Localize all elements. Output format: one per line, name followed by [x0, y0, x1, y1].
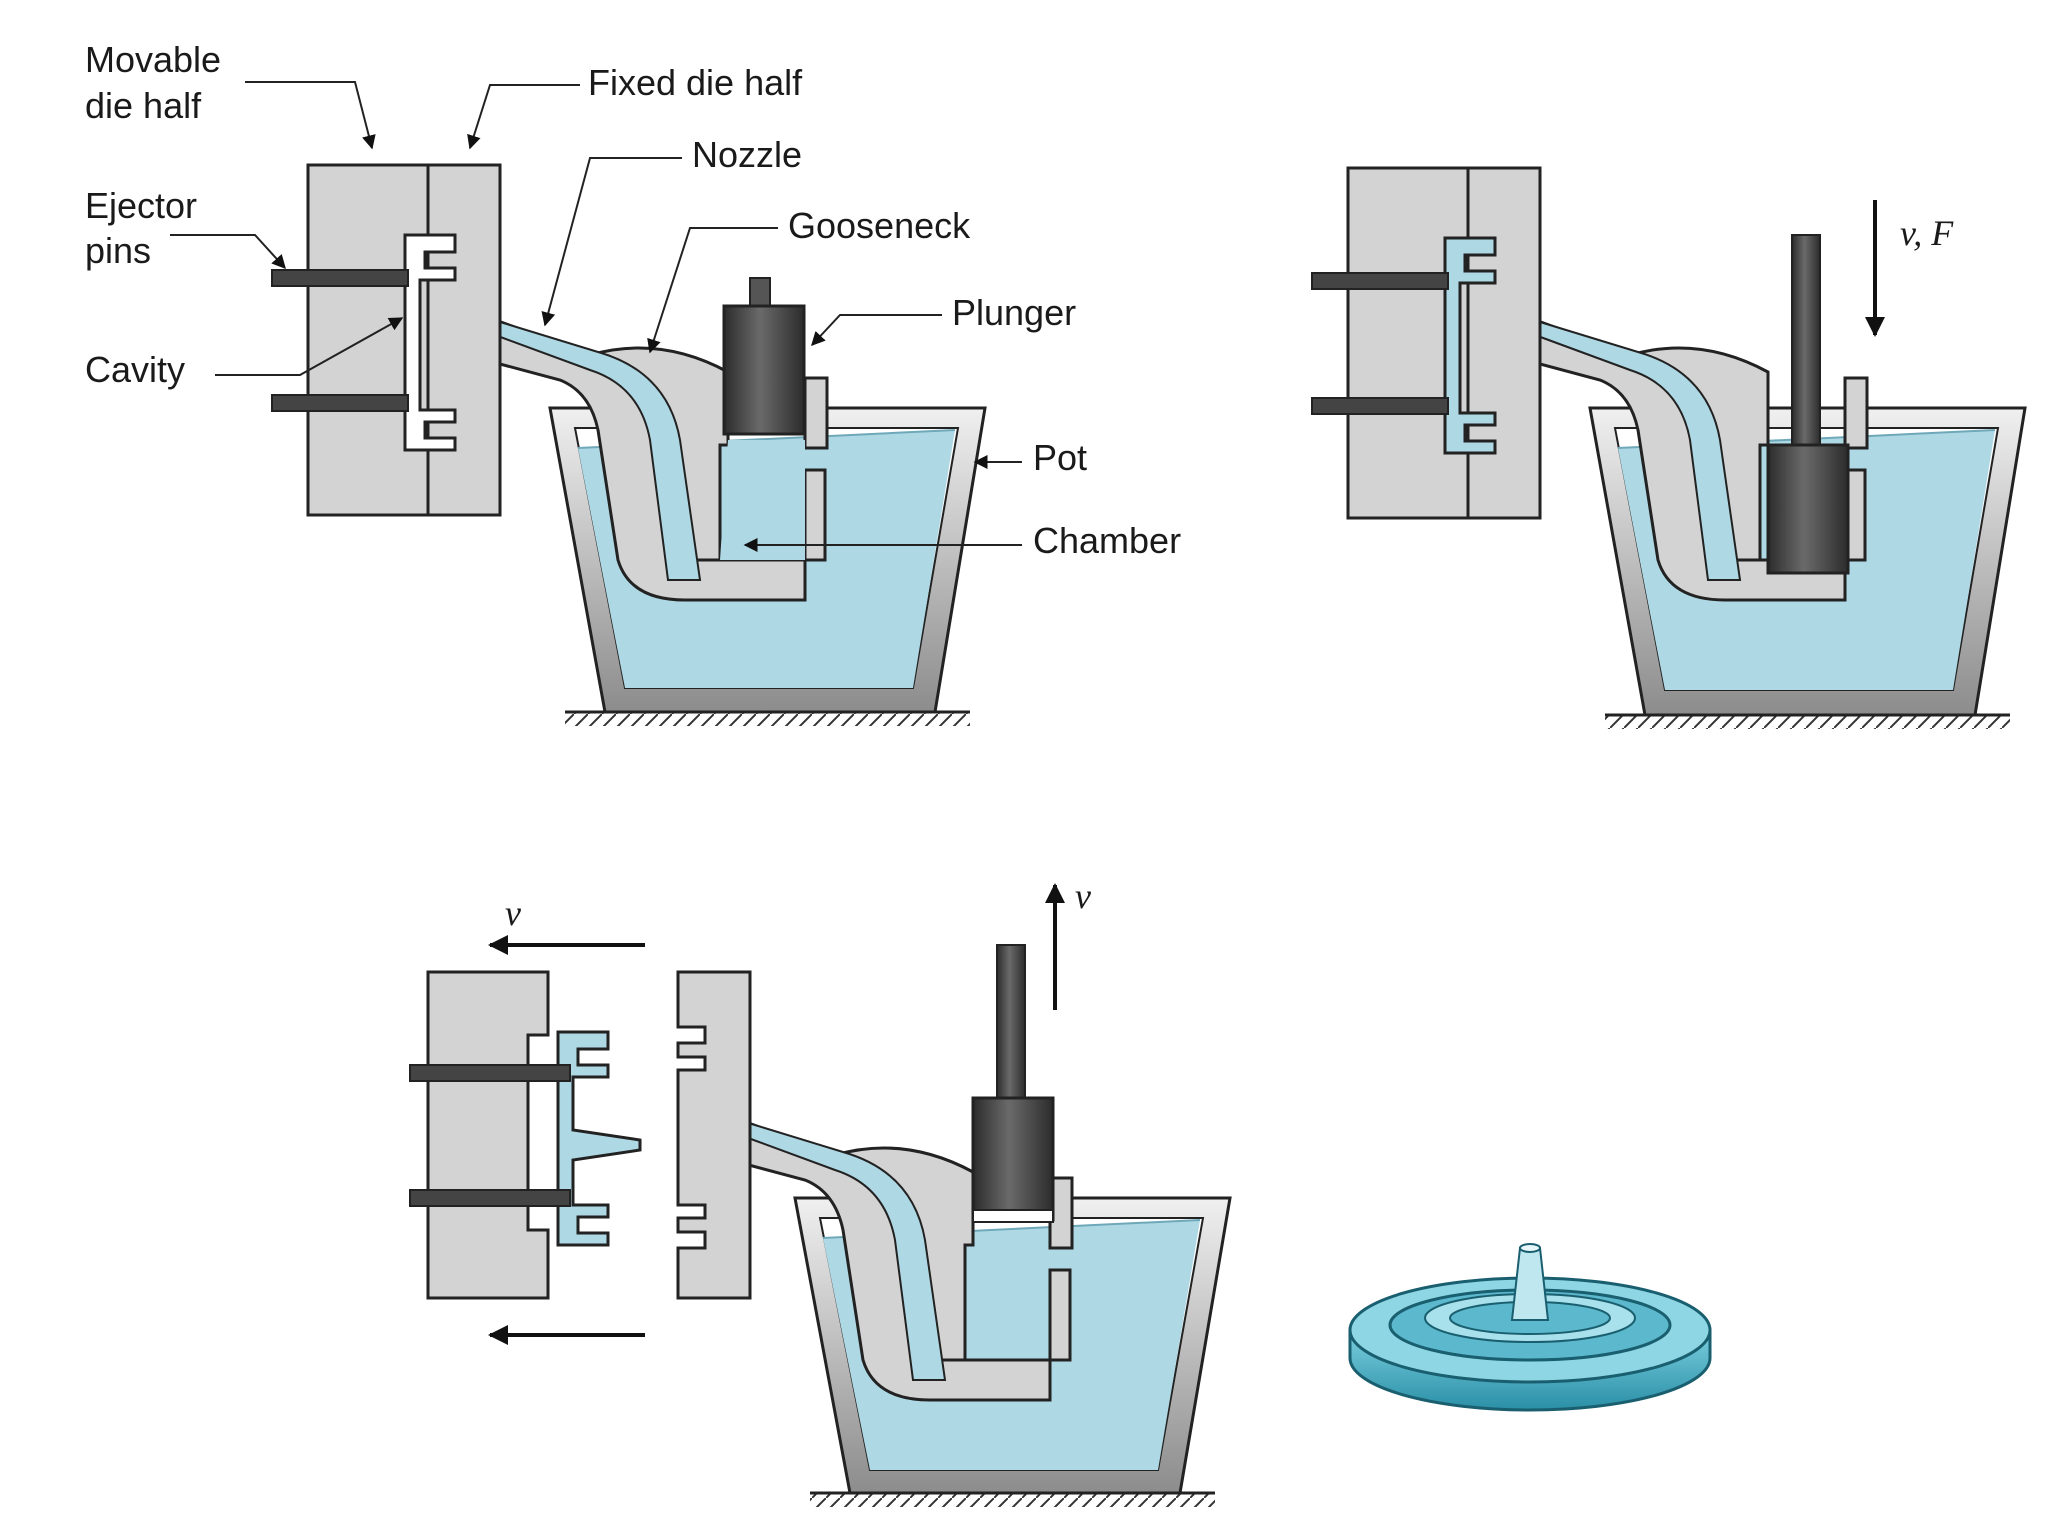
panel-injection: v, F	[1311, 166, 2027, 729]
labels-1: Movable die half Fixed die half Nozzle G…	[85, 39, 1181, 561]
label-movable-die-half-2: die half	[85, 85, 202, 126]
label-fixed-die-half: Fixed die half	[588, 62, 803, 103]
ejected-casting-3	[556, 1030, 642, 1247]
plunger-2	[1766, 234, 1850, 575]
label-chamber: Chamber	[1033, 520, 1181, 561]
label-v-plunger: v	[1075, 876, 1091, 916]
fixed-die-half-1	[426, 163, 502, 517]
movable-die-half-3	[426, 970, 550, 1300]
label-plunger: Plunger	[952, 292, 1076, 333]
label-ejector-pins-1: Ejector	[85, 185, 197, 226]
panel-ejection: v v	[409, 876, 1712, 1507]
label-ejector-pins-2: pins	[85, 230, 151, 271]
ground-1	[565, 710, 970, 726]
finished-casting	[1348, 1243, 1712, 1412]
fixed-die-half-3	[676, 970, 752, 1300]
ejector-pin-1b	[271, 394, 409, 412]
label-v-f: v, F	[1900, 213, 1954, 253]
label-pot: Pot	[1033, 437, 1087, 478]
die-set-2	[1311, 166, 1542, 520]
label-gooseneck: Gooseneck	[788, 205, 971, 246]
ground-3	[810, 1491, 1215, 1507]
label-movable-die-half-1: Movable	[85, 39, 221, 80]
plunger-3	[971, 944, 1055, 1223]
cavity-1	[403, 233, 457, 452]
ejector-pin-1a	[271, 269, 409, 287]
label-cavity: Cavity	[85, 349, 185, 390]
plunger-1	[722, 277, 806, 436]
ground-2	[1605, 713, 2010, 729]
filled-cavity-2	[1443, 236, 1497, 455]
label-v-die: v	[505, 893, 521, 933]
panel-filling: Movable die half Fixed die half Nozzle G…	[85, 39, 1181, 726]
leader-lines-1	[170, 81, 1022, 552]
die-set-1	[271, 163, 502, 517]
die-set-3	[409, 970, 752, 1300]
label-nozzle: Nozzle	[692, 134, 802, 175]
